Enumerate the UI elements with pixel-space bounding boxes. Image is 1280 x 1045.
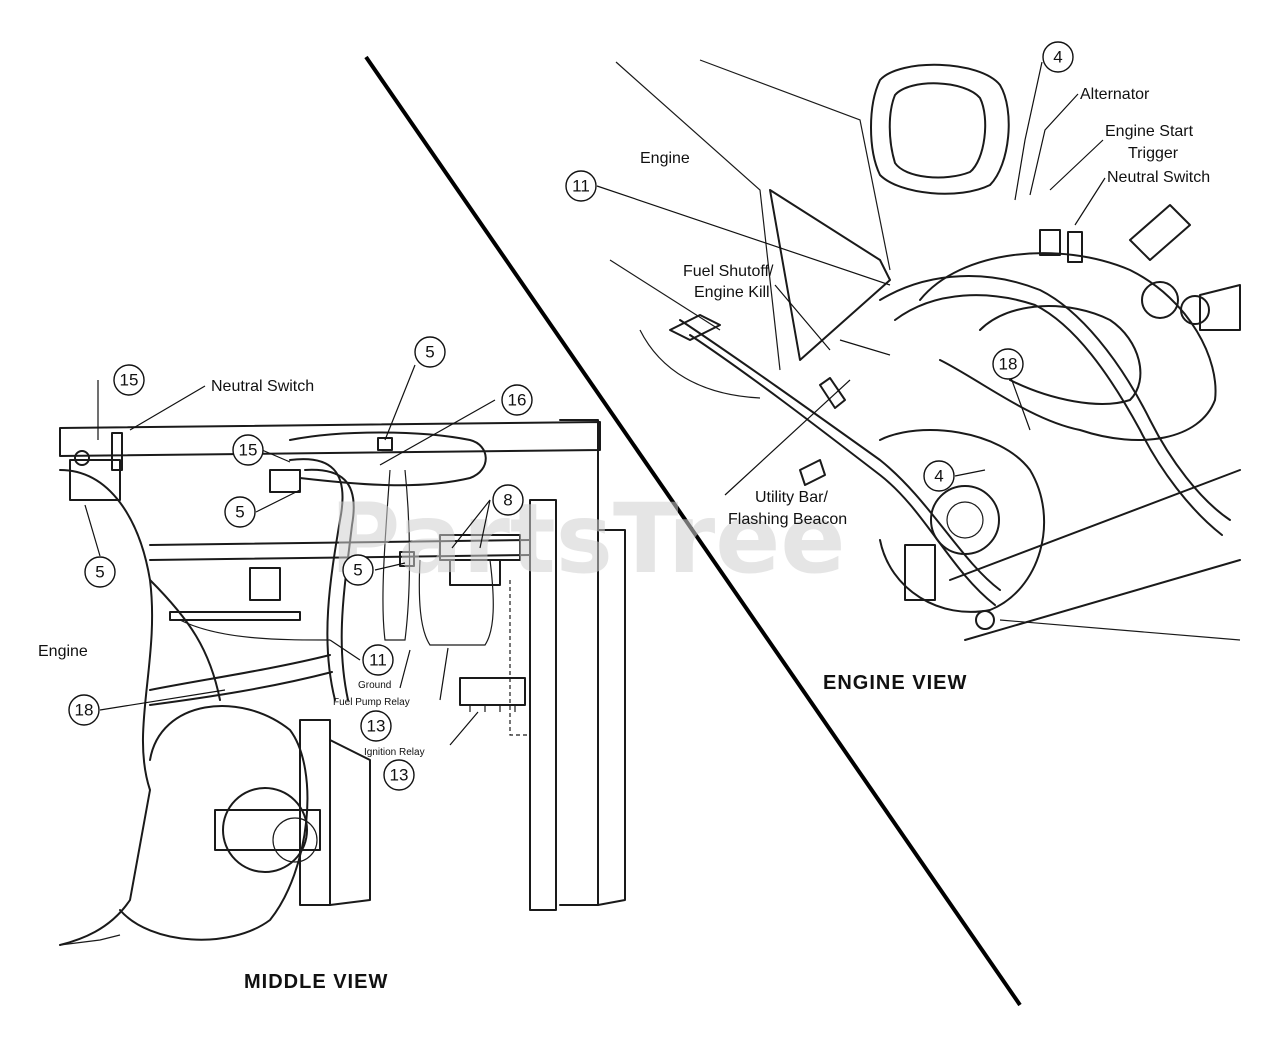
title-engine-view: ENGINE VIEW bbox=[823, 672, 967, 694]
middle-view-leaders bbox=[84, 364, 496, 746]
callout-15a[interactable]: 15 bbox=[113, 364, 145, 396]
label-engine-middle: Engine bbox=[38, 643, 88, 660]
svg-text:11: 11 bbox=[572, 177, 590, 196]
label-engine-start: Engine Start bbox=[1105, 123, 1194, 140]
title-middle-view: MIDDLE VIEW bbox=[244, 971, 388, 993]
label-neutral-switch-middle: Neutral Switch bbox=[211, 378, 314, 395]
svg-text:5: 5 bbox=[95, 563, 104, 582]
svg-text:5: 5 bbox=[235, 503, 244, 522]
label-ground: Ground bbox=[358, 680, 391, 691]
label-utility-bar: Utility Bar/ bbox=[755, 489, 828, 506]
svg-text:15: 15 bbox=[239, 441, 258, 460]
callout-5a[interactable]: 5 bbox=[414, 336, 446, 368]
svg-text:18: 18 bbox=[999, 355, 1018, 374]
callout-5b[interactable]: 5 bbox=[224, 496, 256, 528]
label-fuel-pump-relay: Fuel Pump Relay bbox=[333, 697, 410, 708]
callout-11-middle[interactable]: 11 bbox=[362, 644, 394, 676]
label-trigger: Trigger bbox=[1128, 145, 1179, 162]
svg-text:8: 8 bbox=[503, 491, 512, 510]
svg-text:4: 4 bbox=[934, 467, 943, 486]
view-divider bbox=[364, 55, 1022, 1007]
engine-view-drawing bbox=[609, 59, 1241, 641]
callout-5d[interactable]: 5 bbox=[84, 556, 116, 588]
watermark: PartsTree bbox=[330, 483, 845, 595]
callout-13a[interactable]: 13 bbox=[360, 710, 392, 742]
callout-18-engine[interactable]: 18 bbox=[992, 348, 1024, 380]
label-neutral-switch-engine: Neutral Switch bbox=[1107, 169, 1210, 186]
svg-text:4: 4 bbox=[1053, 48, 1062, 67]
label-engine-kill: Engine Kill bbox=[694, 284, 770, 301]
svg-text:5: 5 bbox=[425, 343, 434, 362]
svg-text:13: 13 bbox=[367, 717, 386, 736]
middle-view-drawing bbox=[59, 419, 626, 946]
callout-13b[interactable]: 13 bbox=[383, 759, 415, 791]
callout-4-top[interactable]: 4 bbox=[1042, 41, 1074, 73]
label-alternator: Alternator bbox=[1080, 86, 1150, 103]
svg-text:18: 18 bbox=[75, 701, 94, 720]
engine-view-leaders bbox=[596, 61, 1106, 496]
svg-text:5: 5 bbox=[353, 561, 362, 580]
callout-16[interactable]: 16 bbox=[501, 384, 533, 416]
svg-text:11: 11 bbox=[369, 651, 387, 670]
svg-text:13: 13 bbox=[390, 766, 409, 785]
svg-text:15: 15 bbox=[120, 371, 139, 390]
callout-11-engine[interactable]: 11 bbox=[565, 170, 597, 202]
callout-5c[interactable]: 5 bbox=[342, 554, 374, 586]
callout-15b[interactable]: 15 bbox=[232, 434, 264, 466]
label-fuel-shutoff: Fuel Shutoff/ bbox=[683, 263, 774, 280]
callout-4-bottom[interactable]: 4 bbox=[923, 460, 955, 492]
label-engine-engine-view: Engine bbox=[640, 150, 690, 167]
label-flashing-beacon: Flashing Beacon bbox=[728, 511, 847, 528]
label-ignition-relay: Ignition Relay bbox=[364, 747, 425, 758]
callout-18-middle[interactable]: 18 bbox=[68, 694, 100, 726]
svg-text:16: 16 bbox=[508, 391, 527, 410]
callout-8[interactable]: 8 bbox=[492, 484, 524, 516]
